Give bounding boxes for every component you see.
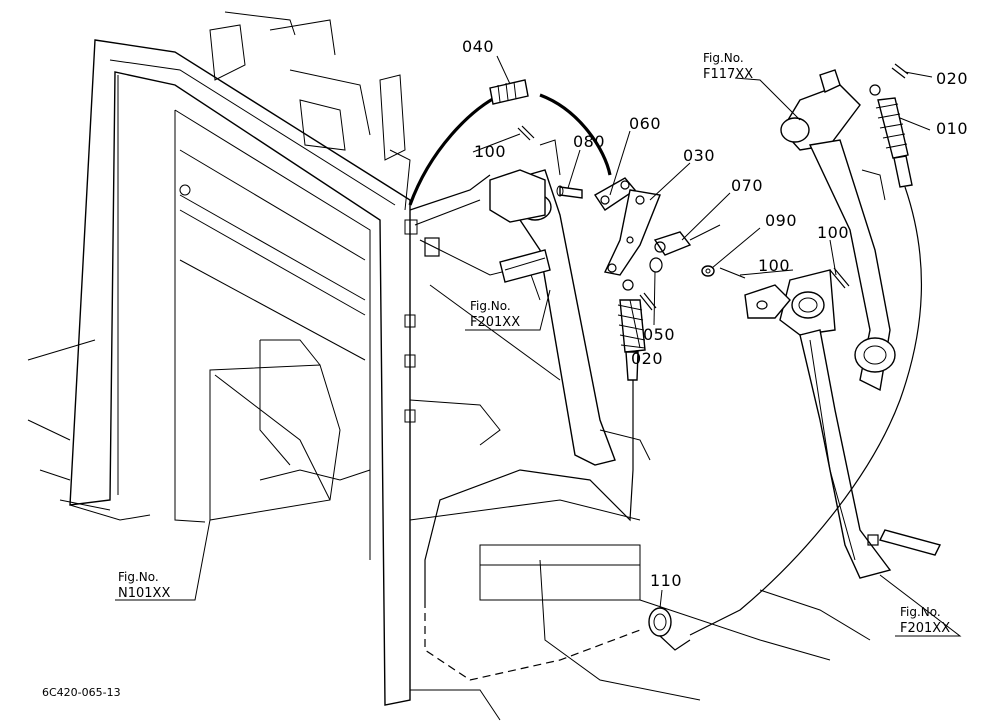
fig-ref-caption: Fig.No. <box>900 605 941 619</box>
part-label-090: 090 <box>765 211 797 230</box>
part-label-110: 110 <box>650 571 682 590</box>
drawing-code: 6C420-065-13 <box>42 686 121 699</box>
part-label-060: 060 <box>629 114 661 133</box>
fig-ref-caption: Fig.No. <box>703 51 744 65</box>
dash-panel-frame <box>27 11 871 721</box>
fig-ref-number: F201XX <box>470 315 520 330</box>
leader-lines <box>115 55 962 637</box>
part-label-070: 070 <box>731 176 763 195</box>
part-label-040: 040 <box>462 37 494 56</box>
part-label-080: 080 <box>573 132 605 151</box>
fig-ref-number: F201XX <box>900 621 950 636</box>
part-label-020: 020 <box>631 349 663 368</box>
part-label-100: 100 <box>758 256 790 275</box>
fig-ref-number: F117XX <box>703 67 753 82</box>
right-pedal-assembly <box>689 69 942 636</box>
part-label-010: 010 <box>936 119 968 138</box>
fig-ref-caption: Fig.No. <box>470 299 511 313</box>
fig-ref-number: N101XX <box>118 586 170 601</box>
part-label-050: 050 <box>643 325 675 344</box>
center-brake-linkage <box>408 63 909 681</box>
part-label-030: 030 <box>683 146 715 165</box>
part-label-100: 100 <box>817 223 849 242</box>
part-label-100: 100 <box>474 142 506 161</box>
fig-ref-caption: Fig.No. <box>118 570 159 584</box>
part-label-020: 020 <box>936 69 968 88</box>
